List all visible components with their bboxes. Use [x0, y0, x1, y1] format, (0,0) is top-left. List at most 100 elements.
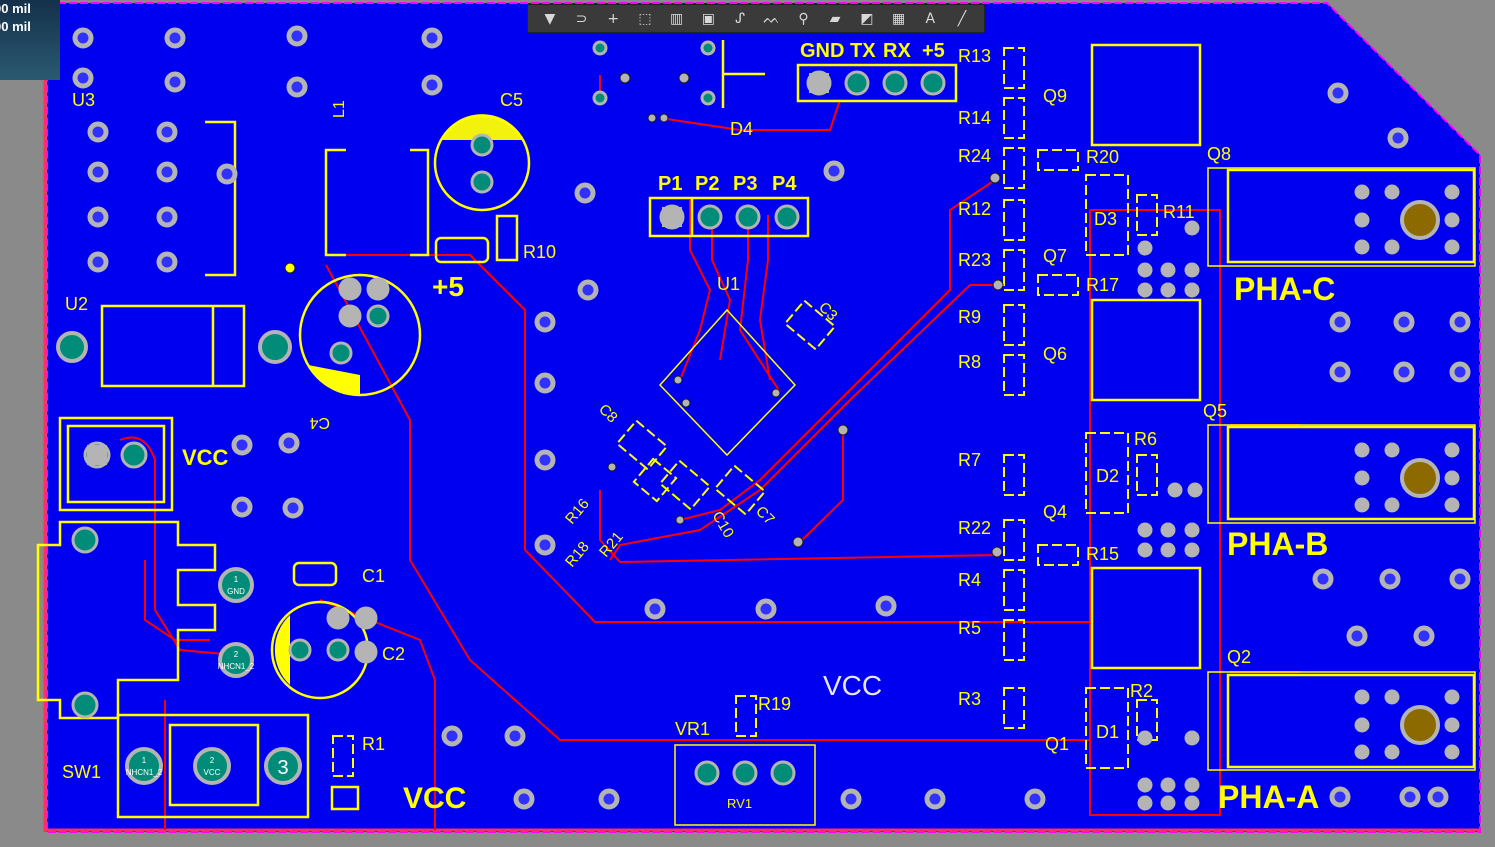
line-tool[interactable]: ╱	[957, 10, 967, 27]
label-c5: C5	[500, 90, 523, 110]
square-pad	[87, 445, 107, 465]
pad	[1184, 282, 1200, 298]
pad	[354, 640, 378, 664]
label-r11: R11	[1163, 202, 1195, 222]
label-sw1: SW1	[62, 762, 101, 782]
label-u3: U3	[72, 90, 95, 110]
c5-polarity-fill	[440, 114, 524, 140]
pad	[193, 747, 231, 785]
pad	[774, 204, 800, 230]
via	[156, 161, 178, 183]
via	[1413, 625, 1435, 647]
diff-pair-tool[interactable]: ᨓ	[763, 10, 781, 27]
interactive-route-tool[interactable]: ᔑ	[735, 10, 746, 27]
pad	[882, 70, 908, 96]
via	[278, 432, 300, 454]
polygon-tool[interactable]: ◩	[860, 10, 874, 27]
pad	[329, 341, 353, 365]
pad	[1354, 442, 1370, 458]
label-p2: P2	[695, 173, 719, 195]
select-rect-tool[interactable]: ⬚	[638, 10, 652, 27]
text-tool[interactable]: A	[925, 10, 936, 27]
label-d3: D3	[1094, 209, 1117, 229]
label-c4: C4	[309, 414, 330, 431]
pad-label-padnhcn: NHCN1_2	[218, 662, 255, 671]
via	[1427, 786, 1449, 808]
pad	[1137, 795, 1153, 811]
filter-tool[interactable]: ▼	[544, 10, 556, 27]
via	[72, 67, 94, 89]
fill-tool[interactable]: ▰	[829, 10, 841, 27]
route-tool[interactable]: ⊃	[575, 10, 588, 27]
label-q1: Q1	[1045, 734, 1069, 754]
pad	[1384, 497, 1400, 513]
pad	[218, 642, 254, 678]
pad	[607, 462, 617, 472]
label-r15: R15	[1086, 544, 1119, 564]
pad	[1167, 482, 1183, 498]
pad	[338, 277, 362, 301]
keepout-tool[interactable]: ▦	[891, 10, 906, 27]
via	[156, 251, 178, 273]
label-rv1: RV1	[727, 796, 752, 811]
pad	[470, 133, 494, 157]
pad	[1184, 220, 1200, 236]
label-d2: D2	[1096, 466, 1119, 486]
label-vcc3: VCC	[823, 670, 882, 701]
pad-label-pad2: 2	[234, 650, 239, 659]
pad	[1137, 522, 1153, 538]
via	[1024, 788, 1046, 810]
label-r24: R24	[958, 146, 991, 166]
via	[231, 496, 253, 518]
via	[598, 788, 620, 810]
via	[231, 434, 253, 456]
via	[421, 74, 443, 96]
pad	[1384, 239, 1400, 255]
pad	[326, 606, 350, 630]
pad	[991, 546, 1003, 558]
label-u1: U1	[717, 274, 740, 294]
via-tool[interactable]: ⚲	[798, 10, 809, 27]
via	[286, 76, 308, 98]
pad	[326, 638, 350, 662]
pad	[675, 515, 685, 525]
via	[1379, 568, 1401, 590]
label-p1: P1	[658, 173, 682, 195]
via	[840, 788, 862, 810]
align-tool[interactable]: ▥	[670, 10, 684, 27]
resistor-footprints	[332, 47, 1158, 777]
pad	[694, 760, 720, 786]
pad	[71, 691, 99, 719]
via	[823, 160, 845, 182]
pad	[366, 277, 390, 301]
pad	[1354, 184, 1370, 200]
label-plus5: +5	[922, 40, 945, 62]
pad	[681, 398, 691, 408]
pad	[264, 747, 302, 785]
pad	[619, 72, 631, 84]
via	[156, 121, 178, 143]
pad	[1444, 689, 1460, 705]
label-d4: D4	[730, 119, 753, 139]
via	[534, 449, 556, 471]
label-r9: R9	[958, 307, 981, 327]
pad-label-padgnd: GND	[227, 587, 245, 596]
pad	[678, 72, 690, 84]
pad	[1160, 262, 1176, 278]
pad	[338, 304, 362, 328]
via	[1449, 568, 1471, 590]
via	[1387, 127, 1409, 149]
via	[72, 27, 94, 49]
pad	[1400, 458, 1440, 498]
pad	[647, 113, 657, 123]
cross-probe-tool[interactable]: +	[607, 10, 620, 27]
label-r12: R12	[958, 199, 991, 219]
pad	[1160, 522, 1176, 538]
pad	[771, 388, 781, 398]
via	[755, 598, 777, 620]
pad	[1354, 212, 1370, 228]
label-p3: P3	[733, 173, 757, 195]
component-tool[interactable]: ▣	[701, 10, 715, 27]
